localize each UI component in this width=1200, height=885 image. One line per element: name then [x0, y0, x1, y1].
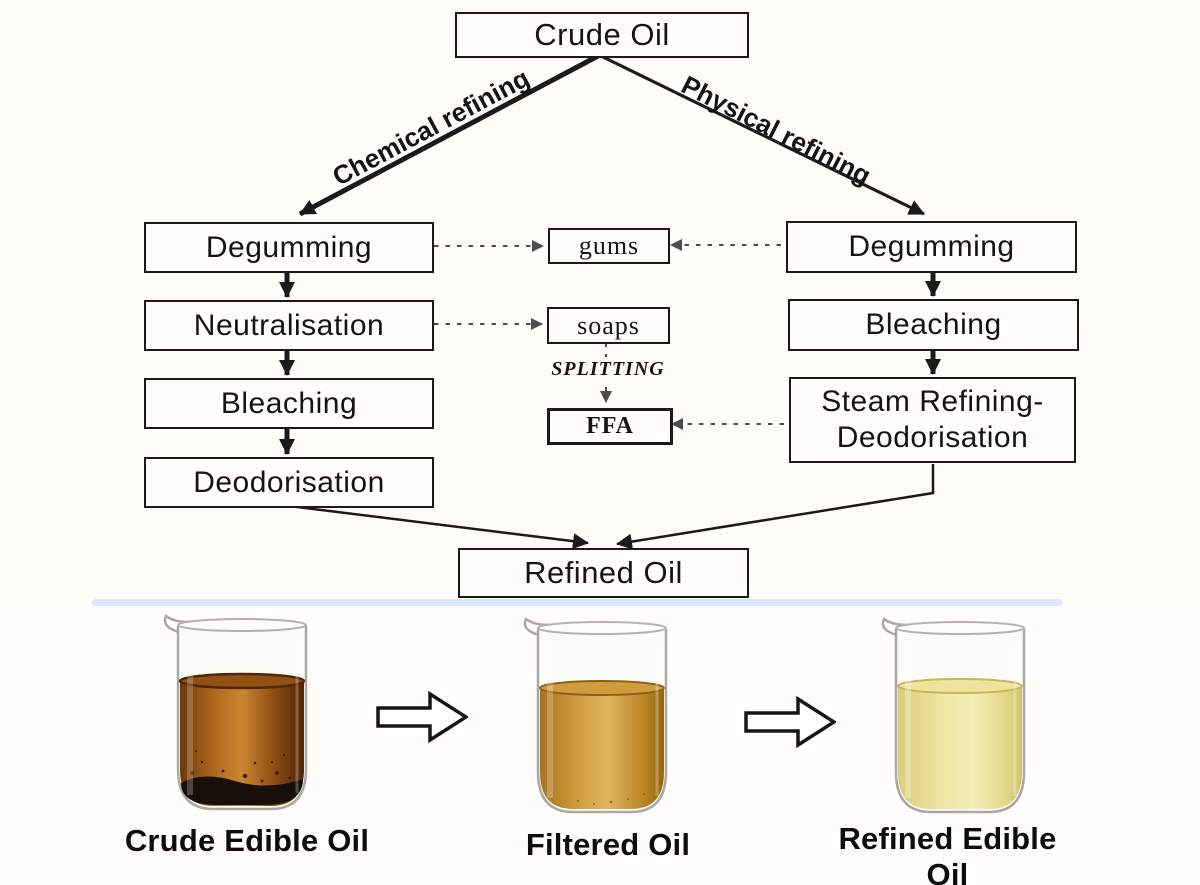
- physical-step-bleaching-box: Bleaching: [788, 299, 1079, 351]
- refined-edible-oil-label: Refined Edible Oil: [838, 821, 1057, 885]
- crude-oil-box: Crude Oil: [455, 12, 749, 58]
- process-arrow-icon: [376, 691, 468, 743]
- refined-oil-beaker-image: [881, 617, 1026, 814]
- filtered-oil-beaker-image: [523, 617, 668, 814]
- gums-box: gums: [548, 228, 670, 264]
- chemical-step-degumming-box: Degumming: [144, 222, 434, 273]
- crude-edible-oil-label: Crude Edible Oil: [124, 823, 370, 858]
- physical-step-steam-refining-box: Steam Refining-Deodorisation: [789, 377, 1076, 463]
- process-arrow-icon: [744, 696, 836, 748]
- soaps-box: soaps: [547, 307, 670, 344]
- physical-step-degumming-box: Degumming: [786, 221, 1077, 273]
- chemical-step-deodorisation-box: Deodorisation: [144, 457, 434, 508]
- chemical-step-neutralisation-box: Neutralisation: [144, 300, 434, 351]
- splitting-label: SPLITTING: [544, 357, 672, 381]
- chemical-step-bleaching-box: Bleaching: [144, 378, 434, 429]
- section-divider: [92, 599, 1062, 606]
- refined-oil-box: Refined Oil: [458, 548, 749, 598]
- filtered-oil-label: Filtered Oil: [525, 827, 691, 862]
- crude-oil-beaker-image: [163, 614, 308, 811]
- ffa-box: FFA: [547, 408, 673, 445]
